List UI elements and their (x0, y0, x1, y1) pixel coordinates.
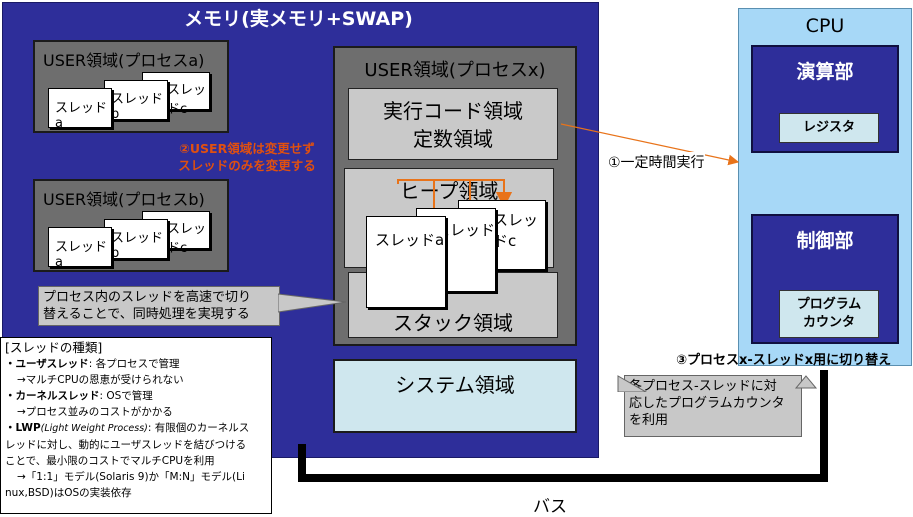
lwp-line2: レッドに対し、動的にユーザスレッドを結びつける (5, 439, 247, 451)
thread-card-a: スレッドa (48, 88, 112, 131)
callout-pc-line3: を利用 (629, 413, 669, 428)
program-counter-line2: カウンタ (802, 315, 855, 330)
kernel-thread-line: ・カーネルスレッド: OSで管理 (5, 388, 267, 404)
lwp-label: ・LWP (5, 422, 41, 434)
thread-kinds-box: [スレッドの種類] ・ユーザスレッド: 各プロセスで管理 →マルチCPUの恩恵が… (0, 337, 272, 514)
kernel-thread-label: ・カーネルスレッド (5, 390, 100, 402)
cpu-title: CPU (805, 15, 845, 37)
lwp-paren: (Light Weight Process) (40, 423, 148, 434)
memory-title: メモリ(実メモリ+SWAP) (184, 8, 413, 30)
callout-pc-line2: 応したプログラムカウンタ (629, 396, 785, 411)
thread-card-b: スレッドb (104, 80, 168, 122)
lwp-desc: : 有限個のカーネルス (147, 422, 250, 434)
system-area-label: システム領域 (395, 373, 515, 397)
program-counter-box: プログラム カウンタ (779, 290, 879, 338)
bus-line (298, 370, 828, 482)
lwp-line: ・LWP(Light Weight Process): 有限個のカーネルス (5, 420, 267, 437)
callout-program-counter: 各プロセス-スレッドに対 応したプログラムカウンタ を利用 (624, 375, 802, 437)
alu-unit: 演算部 レジスタ (751, 45, 899, 153)
callout-pointer (278, 293, 347, 313)
control-unit: 制御部 プログラム カウンタ (751, 214, 899, 344)
callout-pc-line1: 各プロセス-スレッドに対 (629, 379, 777, 394)
label-exec: ①一定時間実行 (608, 152, 705, 172)
user-area-x-title: USER領域(プロセスx) (364, 60, 546, 81)
lwp-line4: →「1:1」モデル(Solaris 9)か「M:N」モデル(Li (17, 471, 245, 483)
user-thread-sub: →マルチCPUの恩恵が受けられない (17, 374, 184, 386)
thread-card-b: スレッドb (104, 219, 168, 261)
user-thread-label: ・ユーザスレッド (5, 358, 89, 370)
annotation-user-area-unchanged: ②USER領域は変更せず スレッドのみを変更する (162, 140, 332, 174)
label-switch: ③プロセスx-スレッドx用に切り替え (676, 353, 892, 368)
thread-card-a: スレッドa (48, 227, 112, 270)
annotation-line2: スレッドのみを変更する (178, 158, 316, 173)
register-box: レジスタ (779, 113, 879, 143)
constant-area-label: 定数領域 (413, 127, 493, 151)
user-thread-line: ・ユーザスレッド: 各プロセスで管理 (5, 356, 267, 372)
bus-label: バス (533, 497, 567, 517)
kernel-thread-sub: →プロセス並みのコストがかかる (17, 406, 173, 418)
thread-card-a: スレッドa (366, 216, 446, 308)
callout-line1: プロセス内のスレッドを高速で切り (43, 290, 252, 305)
program-counter-line1: プログラム (796, 297, 862, 312)
callout-line2: 替えることで、同時処理を実現する (43, 307, 250, 322)
lwp-line5: nux,BSD)はOSの実装依存 (5, 487, 132, 499)
alu-label: 演算部 (796, 61, 854, 83)
stack-area-label: スタック領域 (393, 311, 513, 335)
exec-arrow (560, 123, 740, 166)
annotation-line1: ②USER領域は変更せず (179, 141, 315, 156)
control-label: 制御部 (796, 230, 854, 252)
thread-kinds-title: [スレッドの種類] (5, 340, 103, 355)
user-area-a-title: USER領域(プロセスa) (43, 51, 205, 70)
heap-area-label: ヒープ領域 (399, 179, 499, 203)
user-area-b-title: USER領域(プロセスb) (43, 190, 205, 209)
callout-thread-switching: プロセス内のスレッドを高速で切り 替えることで、同時処理を実現する (38, 286, 280, 326)
kernel-thread-desc: : OSで管理 (99, 390, 153, 402)
code-area-label: 実行コード領域 (383, 99, 523, 123)
switch-arrow-a (397, 179, 512, 208)
code-area: 実行コード領域 定数領域 (348, 88, 558, 160)
system-area: システム領域 (333, 359, 577, 433)
user-thread-desc: : 各プロセスで管理 (88, 358, 180, 370)
callout-pc-pointer (617, 375, 818, 392)
lwp-line3: ことで、最小限のコストでマルチCPUを利用 (5, 455, 215, 467)
